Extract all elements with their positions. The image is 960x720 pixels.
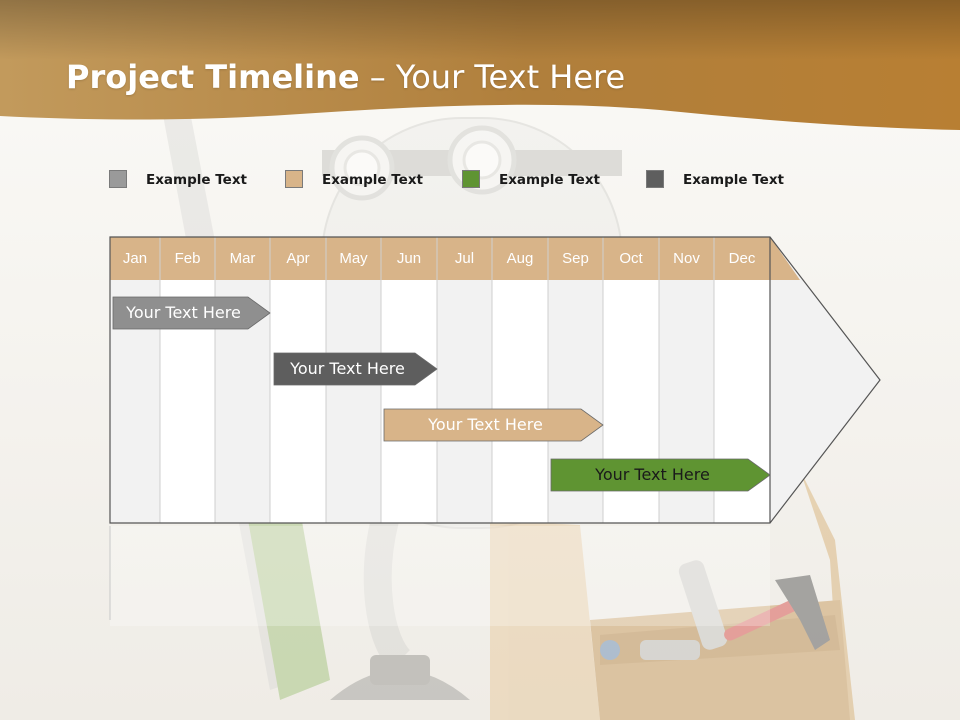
legend-label: Example Text — [322, 172, 423, 188]
title-bold: Project Timeline — [66, 58, 360, 96]
task-arrow-3 — [383, 408, 604, 442]
month-label-oct: Oct — [619, 250, 643, 267]
legend-swatch-gray — [109, 170, 127, 188]
month-label-mar: Mar — [229, 250, 256, 267]
task-arrow-4 — [550, 458, 771, 492]
month-label-jan: Jan — [122, 250, 148, 267]
column-stripe — [326, 280, 381, 523]
task-label-1: Your Text Here — [126, 303, 241, 322]
title-subtitle: – Your Text Here — [359, 58, 626, 96]
month-label-may: May — [339, 250, 368, 267]
month-label-aug: Aug — [506, 250, 534, 267]
slide-title: Project Timeline – Your Text Here — [66, 58, 625, 96]
month-label-dec: Dec — [728, 250, 756, 267]
column-stripe — [437, 280, 492, 523]
month-label-sep: Sep — [562, 250, 589, 267]
task-label-3: Your Text Here — [428, 415, 543, 434]
timeline-grid — [109, 236, 881, 626]
legend-label: Example Text — [499, 172, 600, 188]
task-label-4: Your Text Here — [595, 465, 710, 484]
toolbox-illustration — [490, 470, 855, 720]
legend-swatch-dark-gray — [646, 170, 664, 188]
legend-label: Example Text — [683, 172, 784, 188]
legend-swatch-green — [462, 170, 480, 188]
task-label-2: Your Text Here — [290, 359, 405, 378]
month-label-jul: Jul — [454, 250, 475, 267]
task-arrow-1 — [112, 296, 271, 330]
task-arrow-2 — [273, 352, 438, 386]
task-bars — [112, 296, 771, 492]
month-label-feb: Feb — [174, 250, 201, 267]
legend-label: Example Text — [146, 172, 247, 188]
month-label-jun: Jun — [396, 250, 422, 267]
month-label-nov: Nov — [673, 250, 700, 267]
legend-swatch-tan — [285, 170, 303, 188]
month-label-apr: Apr — [286, 250, 310, 267]
